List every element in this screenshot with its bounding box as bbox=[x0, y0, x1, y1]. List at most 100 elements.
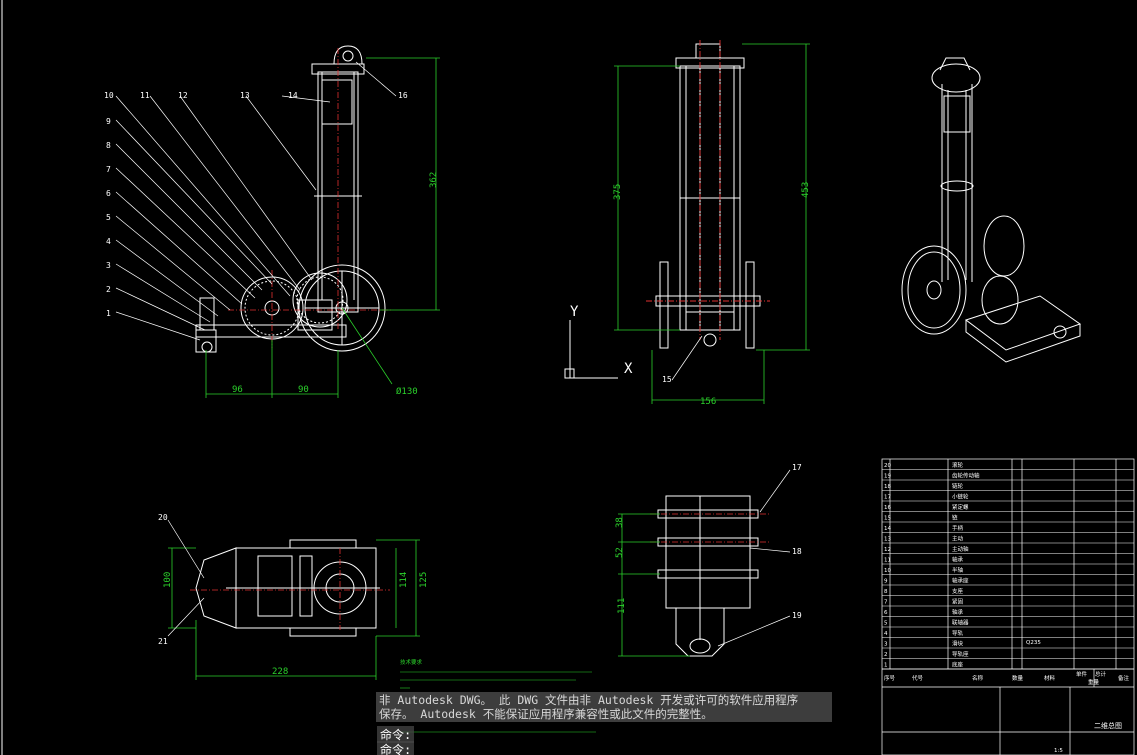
tb-row-name: 联轴器 bbox=[952, 619, 969, 627]
tb-header-single: 单件 bbox=[1076, 670, 1088, 678]
front-view-dimensions bbox=[205, 57, 440, 398]
callout-1: 1 bbox=[106, 309, 111, 318]
bottom-view bbox=[657, 495, 759, 657]
tb-row-number: 17 bbox=[884, 495, 891, 501]
callout-5: 5 bbox=[106, 213, 111, 222]
side-view-dimensions bbox=[614, 43, 810, 404]
callout-2: 2 bbox=[106, 285, 111, 294]
tb-row-name: 齿轮传动轴 bbox=[952, 472, 980, 480]
dim-100: 100 bbox=[163, 572, 173, 588]
bottom-view-centerlines bbox=[650, 513, 770, 543]
tb-row-name: 导轨座 bbox=[952, 650, 969, 658]
side-view-centerlines bbox=[646, 40, 770, 340]
tb-row-number: 3 bbox=[884, 642, 888, 648]
tb-row-number: 11 bbox=[884, 558, 891, 564]
callout-14: 14 bbox=[288, 91, 298, 100]
tb-header-seq: 序号 bbox=[884, 674, 896, 682]
isometric-view bbox=[901, 57, 1082, 363]
tb-row-name: 紧定螺 bbox=[952, 503, 969, 511]
tb-row-number: 19 bbox=[884, 474, 891, 480]
tb-row-name: 链 bbox=[952, 514, 958, 522]
callout-15-leader bbox=[671, 335, 703, 381]
tb-header-code: 代号 bbox=[912, 674, 924, 682]
callout-19-leader bbox=[717, 615, 791, 647]
tb-row-number: 10 bbox=[884, 568, 891, 574]
tb-row-name: 轴承座 bbox=[952, 577, 969, 585]
dim-52: 52 bbox=[615, 547, 625, 558]
ucs-icon bbox=[564, 320, 618, 379]
callout-3: 3 bbox=[106, 261, 111, 270]
tb-row-name: 支座 bbox=[952, 587, 964, 595]
callout-20-leader bbox=[167, 519, 205, 579]
title-block-headers: 序号 代号 名称 数量 材料 单件 总计 重量 备注 二维总图 1:5 Q235 bbox=[884, 640, 1130, 754]
tb-material-q235: Q235 bbox=[1026, 640, 1041, 646]
tb-row-name: 半轴 bbox=[952, 566, 964, 574]
tb-row-name: 轴承 bbox=[952, 556, 964, 564]
tb-row-number: 18 bbox=[884, 484, 891, 490]
dim-96: 96 bbox=[232, 385, 243, 395]
ucs-x-label: X bbox=[624, 361, 633, 377]
tb-row-name: 链轮 bbox=[952, 482, 964, 490]
tb-scale: 1:5 bbox=[1054, 748, 1063, 754]
front-view-centerlines bbox=[228, 48, 392, 348]
dim-38: 38 bbox=[615, 517, 625, 528]
title-block bbox=[881, 458, 1135, 755]
callout-8: 8 bbox=[106, 141, 111, 150]
tb-header-qty: 数量 bbox=[1012, 674, 1024, 682]
tb-row-number: 4 bbox=[884, 631, 888, 637]
tb-row-number: 8 bbox=[884, 589, 888, 595]
dim-228: 228 bbox=[272, 667, 288, 677]
dim-height-362: 362 bbox=[429, 172, 439, 188]
tb-header-name: 名称 bbox=[972, 674, 984, 682]
command-message-line2: 保存。 Autodesk 不能保证应用程序兼容性或此文件的完整性。 bbox=[379, 707, 713, 721]
tb-row-name: 主动轴 bbox=[952, 545, 969, 553]
tb-row-number: 20 bbox=[884, 463, 891, 469]
ucs-y-label: Y bbox=[570, 304, 579, 320]
tb-row-name: 导轨 bbox=[952, 629, 964, 637]
dim-114: 114 bbox=[399, 572, 409, 588]
dim-wheel-diameter: Ø130 bbox=[396, 386, 418, 397]
tb-row-number: 6 bbox=[884, 610, 888, 616]
front-view-callouts: 1 2 3 4 5 6 7 8 9 10 11 12 13 14 16 bbox=[104, 91, 408, 318]
top-view-dimensions bbox=[168, 539, 420, 680]
tb-row-number: 12 bbox=[884, 547, 891, 553]
callout-16: 16 bbox=[398, 91, 408, 100]
callout-11: 11 bbox=[140, 91, 150, 100]
tb-row-name: 小链轮 bbox=[952, 493, 969, 501]
dim-156: 156 bbox=[700, 397, 716, 407]
tb-header-weight: 重量 bbox=[1088, 678, 1100, 686]
tb-row-name: 滚轮 bbox=[952, 461, 964, 469]
callout-12: 12 bbox=[178, 91, 188, 100]
tb-row-name: 滑块 bbox=[952, 640, 964, 648]
command-input[interactable]: 命令: bbox=[377, 741, 415, 755]
top-view-centerlines bbox=[190, 548, 390, 630]
callout-17-leader bbox=[759, 469, 791, 513]
dim-125: 125 bbox=[419, 572, 429, 588]
tb-row-name: 轴承 bbox=[952, 608, 964, 616]
tech-notes-lines bbox=[400, 671, 596, 733]
callout-4: 4 bbox=[106, 237, 111, 246]
callout-17: 17 bbox=[792, 463, 802, 472]
tb-row-name: 手柄 bbox=[952, 524, 964, 532]
command-history: 非 Autodesk DWG。 此 DWG 文件由非 Autodesk 开发或许… bbox=[376, 692, 832, 722]
callout-21: 21 bbox=[158, 637, 168, 646]
top-view bbox=[195, 539, 380, 637]
callout-19: 19 bbox=[792, 611, 802, 620]
tb-row-name: 紧固 bbox=[952, 598, 964, 606]
callout-13: 13 bbox=[240, 91, 250, 100]
tb-header-material: 材料 bbox=[1044, 674, 1056, 682]
bottom-view-dimensions bbox=[618, 513, 690, 657]
tb-row-number: 5 bbox=[884, 621, 888, 627]
tb-row-number: 2 bbox=[884, 652, 888, 658]
command-prompt-history: 命令: bbox=[377, 726, 415, 743]
tb-row-number: 9 bbox=[884, 579, 888, 585]
callout-10: 10 bbox=[104, 91, 114, 100]
side-view bbox=[655, 43, 761, 349]
tb-row-number: 1 bbox=[884, 663, 888, 669]
tb-row-name: 底座 bbox=[952, 661, 964, 669]
callout-7: 7 bbox=[106, 165, 111, 174]
callout-9: 9 bbox=[106, 117, 111, 126]
